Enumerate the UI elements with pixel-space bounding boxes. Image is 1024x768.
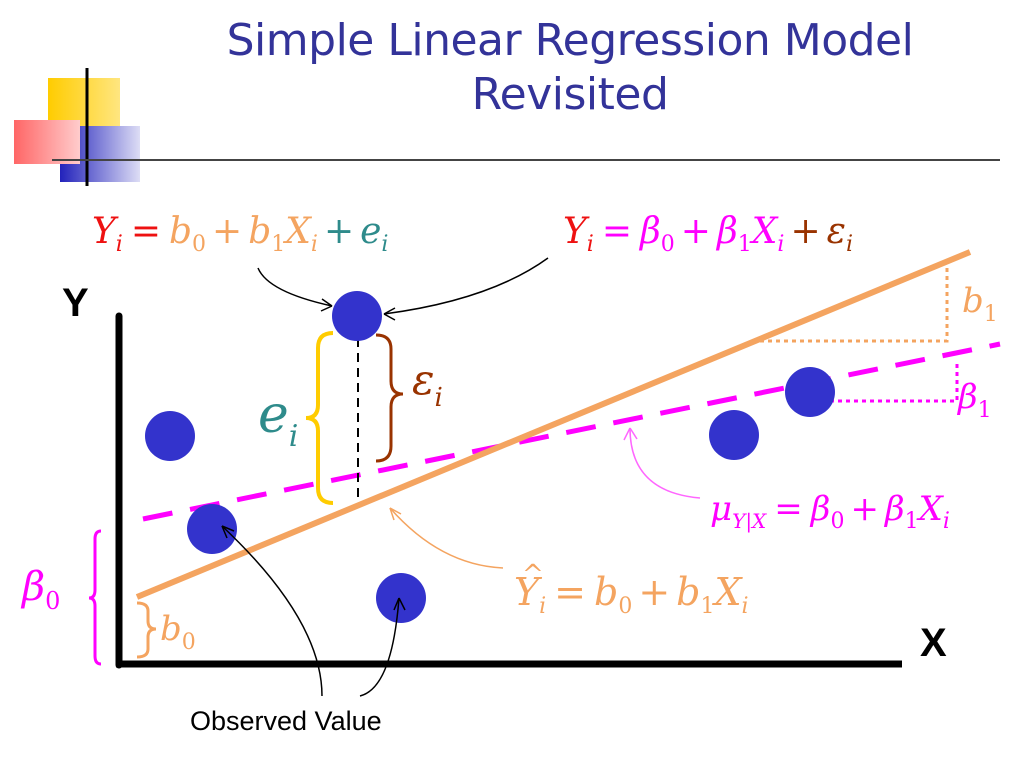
observed-points bbox=[145, 291, 835, 623]
fitted-line-hat: ^ bbox=[522, 560, 544, 590]
arrowhead bbox=[393, 597, 406, 611]
error-brace bbox=[375, 333, 404, 463]
data-point bbox=[376, 573, 426, 623]
observed-value-caption: Observed Value bbox=[190, 706, 382, 736]
arrowhead bbox=[389, 507, 402, 521]
error-label: εi bbox=[412, 355, 443, 413]
sample-equation: Yi=b0+b1Xi+ei bbox=[92, 211, 388, 257]
data-point bbox=[145, 411, 195, 461]
corner-decoration bbox=[14, 68, 1000, 186]
data-point bbox=[709, 410, 759, 460]
slope-population-label: β1 bbox=[956, 377, 992, 423]
arrow-observed-right bbox=[359, 597, 400, 697]
arrow-observed-left bbox=[221, 525, 323, 697]
slide-title-line-1: Simple Linear Regression Model bbox=[226, 15, 914, 66]
decor-red-bar bbox=[14, 120, 80, 164]
slope-sample-label: b1 bbox=[962, 281, 998, 327]
population-line-equation: μY|X=β0+β1Xi bbox=[710, 489, 950, 534]
arrow-population-equation bbox=[383, 257, 549, 315]
residual-label: ei bbox=[258, 385, 298, 454]
arrow-fitted-line bbox=[389, 507, 504, 569]
slide-title: Simple Linear Regression Model Revisited bbox=[150, 14, 990, 122]
population-equation: Yi=β0+β1Xi+εi bbox=[563, 211, 853, 257]
arrowhead bbox=[221, 525, 235, 539]
intercept-population-label: β0 bbox=[20, 564, 60, 615]
slide-title-line-2: Revisited bbox=[471, 69, 669, 120]
arrowhead bbox=[320, 298, 333, 312]
sample-slope-triangle bbox=[760, 257, 949, 343]
sample-regression-line bbox=[135, 249, 972, 600]
intercept-sample-label: b0 bbox=[160, 609, 196, 655]
intercept-sample-brace bbox=[136, 601, 157, 659]
population-regression-line bbox=[142, 341, 1001, 522]
arrowhead bbox=[623, 427, 638, 441]
fitted-line-equation: Yi=b0+b1Xi bbox=[514, 570, 749, 619]
arrowhead bbox=[383, 307, 396, 321]
data-point bbox=[332, 291, 382, 341]
y-axis-label: Y bbox=[62, 281, 89, 325]
data-point bbox=[785, 367, 835, 417]
x-axis-label: X bbox=[920, 621, 947, 665]
arrow-population-line bbox=[629, 427, 701, 499]
residual-brace bbox=[305, 331, 334, 505]
intercept-population-brace bbox=[88, 529, 102, 666]
data-point bbox=[187, 504, 237, 554]
population-slope-triangle bbox=[790, 362, 959, 403]
arrow-sample-equation bbox=[257, 267, 333, 307]
